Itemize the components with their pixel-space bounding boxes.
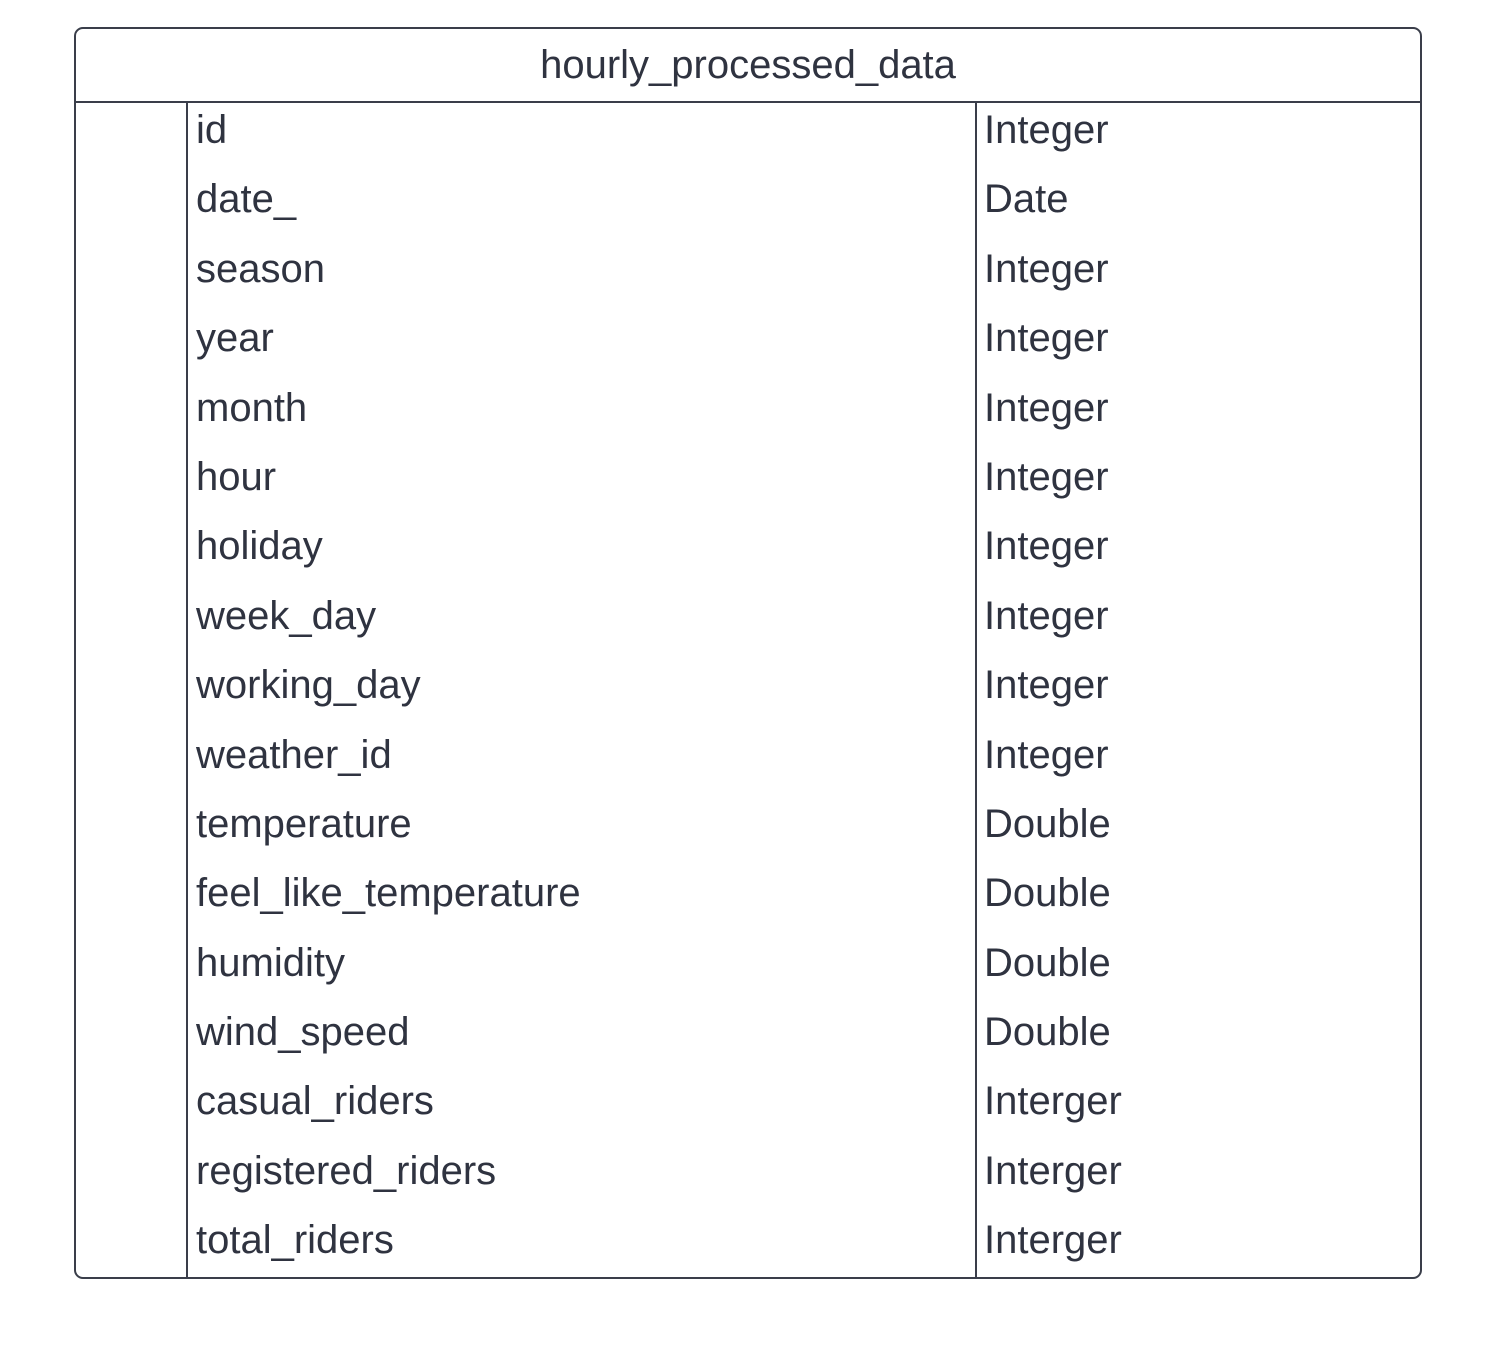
field-row: humidity Double [76, 929, 1420, 998]
field-type: Integer [984, 593, 1109, 638]
field-name: id [196, 108, 228, 152]
field-name: hour [196, 454, 277, 499]
field-type: Integer [984, 454, 1109, 499]
field-row: hour Integer [76, 443, 1420, 512]
field-row: weather_id Integer [76, 721, 1420, 790]
entity-table: hourly_processed_data id Integer date_ D… [74, 27, 1422, 1279]
field-row: id Integer [76, 96, 1420, 165]
field-type: Double [984, 940, 1111, 985]
field-type: Double [984, 801, 1111, 846]
field-row: date_ Date [76, 165, 1420, 234]
field-type: Integer [984, 246, 1109, 291]
field-type: Date [984, 177, 1069, 222]
field-name: registered_riders [196, 1148, 497, 1193]
field-name: season [196, 246, 325, 291]
field-row: holiday Integer [76, 512, 1420, 581]
field-name: humidity [196, 940, 345, 985]
field-type: Interger [984, 1079, 1122, 1124]
field-row: season Integer [76, 235, 1420, 304]
field-name: temperature [196, 801, 412, 846]
field-name: date_ [196, 177, 297, 222]
field-type: Integer [984, 108, 1109, 152]
field-name: holiday [196, 524, 323, 569]
field-row: total_riders Interger [76, 1206, 1420, 1275]
field-name: total_riders [196, 1218, 394, 1263]
field-list: id Integer date_ Date season Integer yea… [76, 96, 1420, 1276]
field-type: Integer [984, 524, 1109, 569]
field-name: wind_speed [196, 1010, 410, 1055]
field-row: wind_speed Double [76, 998, 1420, 1067]
field-name: year [196, 316, 274, 361]
field-name: casual_riders [196, 1079, 434, 1124]
entity-title: hourly_processed_data [76, 29, 1420, 103]
field-row: feel_like_temperature Double [76, 859, 1420, 928]
field-row: year Integer [76, 304, 1420, 373]
field-type: Integer [984, 732, 1109, 777]
field-type: Double [984, 1010, 1111, 1055]
field-row: month Integer [76, 374, 1420, 443]
field-type: Interger [984, 1148, 1122, 1193]
field-name: feel_like_temperature [196, 871, 581, 916]
field-row: week_day Integer [76, 582, 1420, 651]
field-row: temperature Double [76, 790, 1420, 859]
field-type: Double [984, 871, 1111, 916]
field-type: Integer [984, 385, 1109, 430]
field-name: week_day [196, 593, 377, 638]
field-name: working_day [196, 663, 421, 708]
key-column-divider [186, 103, 188, 1277]
field-type: Integer [984, 316, 1109, 361]
field-type: Interger [984, 1218, 1122, 1263]
field-type: Integer [984, 663, 1109, 708]
field-row: working_day Integer [76, 651, 1420, 720]
field-name: weather_id [196, 732, 392, 777]
field-row: registered_riders Interger [76, 1137, 1420, 1206]
type-column-divider [975, 103, 977, 1277]
field-row: casual_riders Interger [76, 1067, 1420, 1136]
field-name: month [196, 385, 308, 430]
